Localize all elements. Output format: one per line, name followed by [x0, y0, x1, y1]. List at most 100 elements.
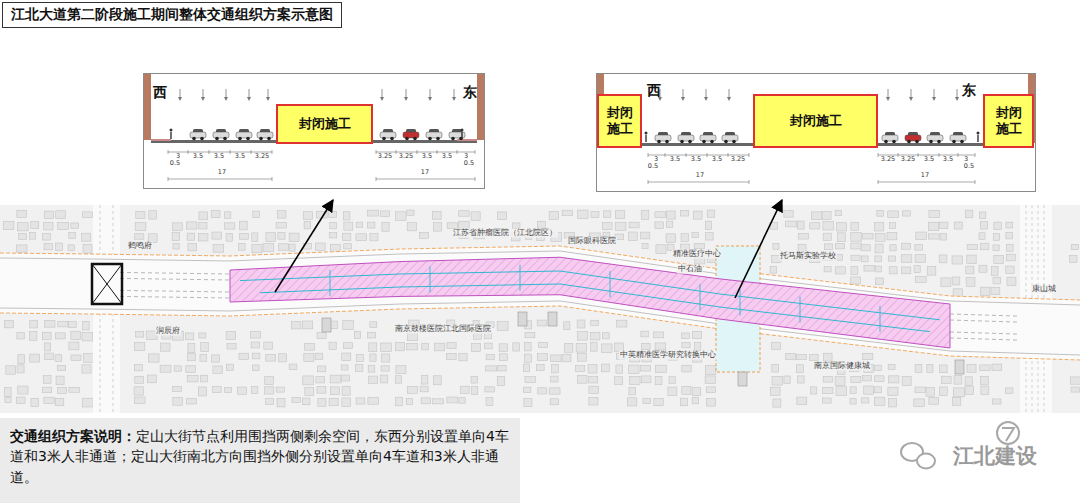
box-label: 封闭施工 [299, 116, 351, 132]
building-block [615, 222, 626, 230]
building-block [836, 223, 846, 231]
dimension-label: 3.5 [924, 156, 934, 163]
building-block [433, 399, 444, 404]
down-arrow [266, 97, 270, 101]
building-block [82, 365, 91, 373]
building-block [199, 333, 206, 338]
dimension-line [376, 152, 475, 153]
building-block [239, 353, 249, 359]
utility-line [610, 271, 611, 297]
dimension-line [878, 182, 975, 183]
building-block [278, 232, 285, 239]
building-block [705, 376, 716, 384]
building-block [408, 333, 418, 341]
dimension-label: 0.5 [964, 163, 974, 170]
building-block [523, 364, 529, 372]
dimension-tick [749, 153, 750, 157]
building-block [954, 388, 965, 397]
dimension-label: 0.5 [170, 160, 180, 167]
building-block [277, 399, 285, 407]
building-block [55, 399, 64, 406]
building-block [421, 398, 430, 404]
down-arrow [452, 97, 456, 101]
building-block [929, 210, 940, 217]
building-block [407, 210, 414, 215]
building-block [915, 255, 925, 263]
building-block [433, 211, 441, 219]
building-block [577, 320, 585, 328]
dimension-label: 3.5 [235, 153, 245, 160]
building-block [356, 398, 365, 404]
building-block [851, 243, 862, 249]
building-block [601, 364, 609, 372]
building-block [889, 399, 897, 407]
building-block [237, 387, 246, 394]
building-block [994, 222, 1002, 229]
building-block [68, 245, 74, 250]
building-block [30, 354, 40, 362]
car-icon [190, 129, 206, 140]
building-block [160, 343, 170, 351]
building-block [381, 354, 389, 362]
building-block [824, 353, 832, 361]
building-block [851, 232, 862, 241]
building-block [172, 232, 180, 240]
dimension-label: 3.5 [193, 153, 203, 160]
building-block [58, 388, 67, 394]
building-block [641, 210, 649, 219]
building-block [810, 355, 819, 361]
building-block [577, 354, 586, 362]
building-block [344, 244, 352, 249]
dimension-label: 3.25 [255, 153, 269, 160]
building-block [355, 364, 362, 371]
map-ground [0, 205, 1080, 413]
junction-box [92, 264, 122, 304]
building-block [838, 233, 846, 242]
building-block [916, 232, 927, 240]
building-block [198, 387, 206, 396]
building-block [459, 211, 469, 216]
building-block [486, 366, 497, 371]
building-block [656, 365, 667, 372]
building-block [562, 210, 573, 216]
building-block [1071, 244, 1078, 249]
building-block [797, 397, 807, 404]
building-block [642, 243, 648, 248]
building-block [602, 333, 609, 339]
building-block [343, 321, 354, 330]
building-block [200, 375, 207, 382]
building-block [407, 387, 417, 394]
building-block [368, 332, 376, 338]
building-block [226, 364, 233, 370]
building-block [226, 332, 235, 340]
building-block [861, 245, 870, 251]
dimension-label: 3.25 [399, 153, 413, 160]
building-block [797, 376, 804, 383]
building-block [187, 222, 197, 229]
building-block [329, 342, 336, 350]
dimension-line [648, 155, 749, 156]
place-label: 南京鼓楼医院江北国际医院 [394, 325, 492, 334]
building-block [292, 397, 301, 402]
building-block [1006, 222, 1013, 228]
building-block [82, 398, 93, 407]
building-block [578, 210, 588, 218]
building-block [993, 399, 1001, 404]
down-arrow [909, 97, 913, 101]
place-label: 鹤鸣府 [127, 242, 153, 251]
building-block [329, 211, 337, 217]
building-block [641, 232, 650, 239]
building-block [44, 222, 53, 230]
building-block [58, 321, 68, 327]
building-block [616, 365, 623, 373]
building-block [810, 387, 816, 394]
building-block [188, 243, 197, 251]
building-block [30, 321, 38, 328]
building-block [56, 211, 66, 219]
place-label: 中石油 [677, 265, 703, 274]
pedestrian [461, 132, 462, 139]
building-block [991, 287, 1000, 294]
building-block [655, 376, 662, 384]
car-icon [449, 129, 465, 140]
section-panel: 西东封闭 施工封闭施工封闭 施工 [596, 73, 1036, 192]
